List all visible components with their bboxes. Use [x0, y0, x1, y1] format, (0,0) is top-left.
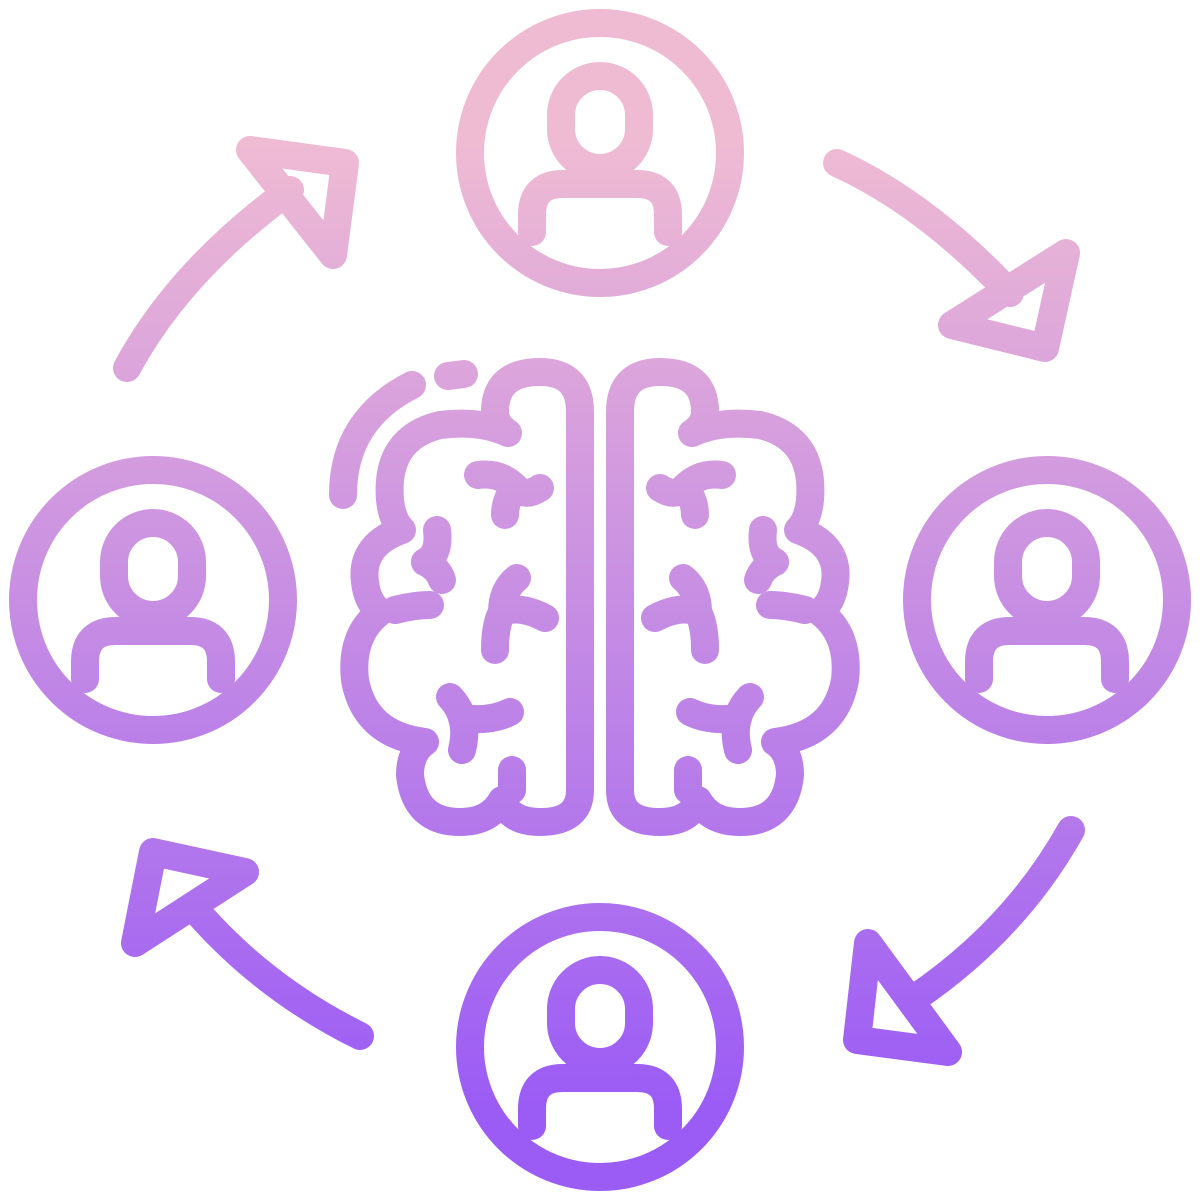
brain-left-hemisphere	[340, 358, 594, 836]
person-top-icon	[456, 9, 744, 297]
arrow-bottom-right-icon	[843, 816, 1085, 1066]
brain-outer-arc	[329, 371, 426, 509]
brain-outer-dash	[434, 360, 478, 390]
arrow-top-right-icon	[823, 149, 1080, 362]
person-bottom-icon	[456, 903, 744, 1191]
brain-icon	[329, 358, 860, 836]
arrow-top-left-icon	[113, 136, 359, 382]
arrow-bottom-left-icon	[121, 838, 374, 1050]
person-left-icon	[9, 456, 297, 744]
person-right-icon	[903, 456, 1191, 744]
brain-right-hemisphere	[606, 358, 860, 836]
